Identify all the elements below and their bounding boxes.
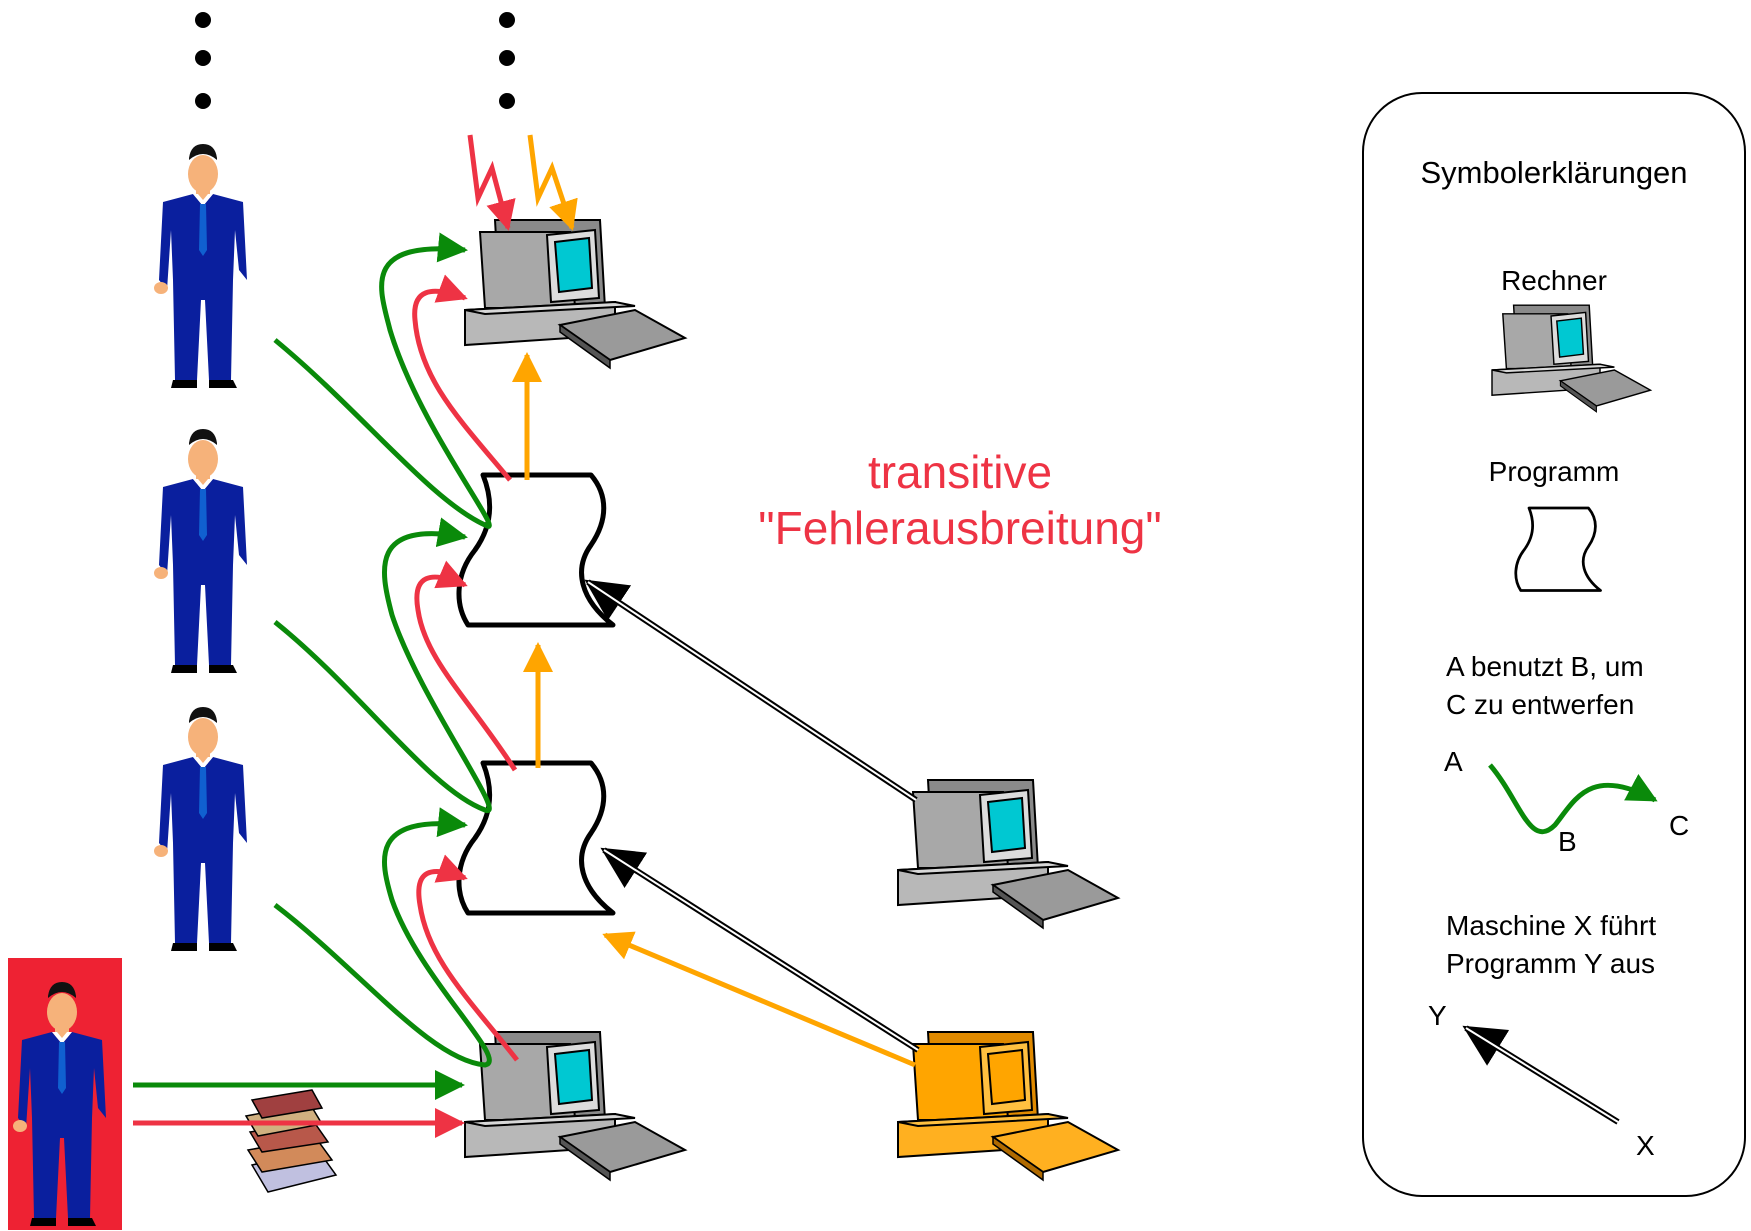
error-lightning-orange — [527, 134, 578, 231]
books-icon — [244, 1089, 338, 1193]
error-lightning-red — [467, 134, 516, 231]
legend-letter-c: C — [1669, 810, 1690, 841]
title-line-2: "Fehlerausbreitung" — [758, 502, 1162, 554]
title-line-1: transitive — [867, 446, 1053, 498]
computer-bottom — [464, 1031, 686, 1181]
legend-uses-arrow-icon — [1488, 763, 1658, 835]
continuation-dots-people — [195, 12, 211, 109]
program-upper — [459, 475, 613, 625]
legend-letter-b: B — [1558, 826, 1577, 857]
continuation-dots-computers — [499, 12, 515, 109]
computer-right — [897, 779, 1119, 929]
legend-letter-y: Y — [1428, 1000, 1447, 1031]
execution-arrows — [584, 579, 920, 1053]
developer-person-2 — [154, 429, 247, 673]
legend-computer-label: Rechner — [1501, 265, 1607, 296]
legend-program-label: Programm — [1488, 456, 1620, 487]
legend-panel — [1362, 92, 1746, 1197]
legend-title: Symbolerklärungen — [1420, 155, 1688, 190]
fault-propagation-arrows — [512, 352, 916, 1068]
computer-top — [464, 219, 686, 369]
legend-executes-arrow-icon — [1462, 1025, 1620, 1125]
diagram-title: transitive "Fehlerausbreitung" — [640, 444, 1280, 556]
legend-uses-label: A benutzt B, um C zu entwerfen — [1446, 651, 1644, 720]
error-propagation-arrows — [133, 274, 519, 1138]
legend-executes-label: Maschine X führt Programm Y aus — [1446, 910, 1657, 979]
uses-arrows — [133, 232, 492, 1100]
legend-letter-x: X — [1636, 1130, 1655, 1161]
legend-letter-a: A — [1444, 746, 1463, 777]
developer-person-3 — [154, 707, 247, 951]
developer-person-1 — [154, 144, 247, 388]
faulty-computer — [897, 1031, 1121, 1182]
